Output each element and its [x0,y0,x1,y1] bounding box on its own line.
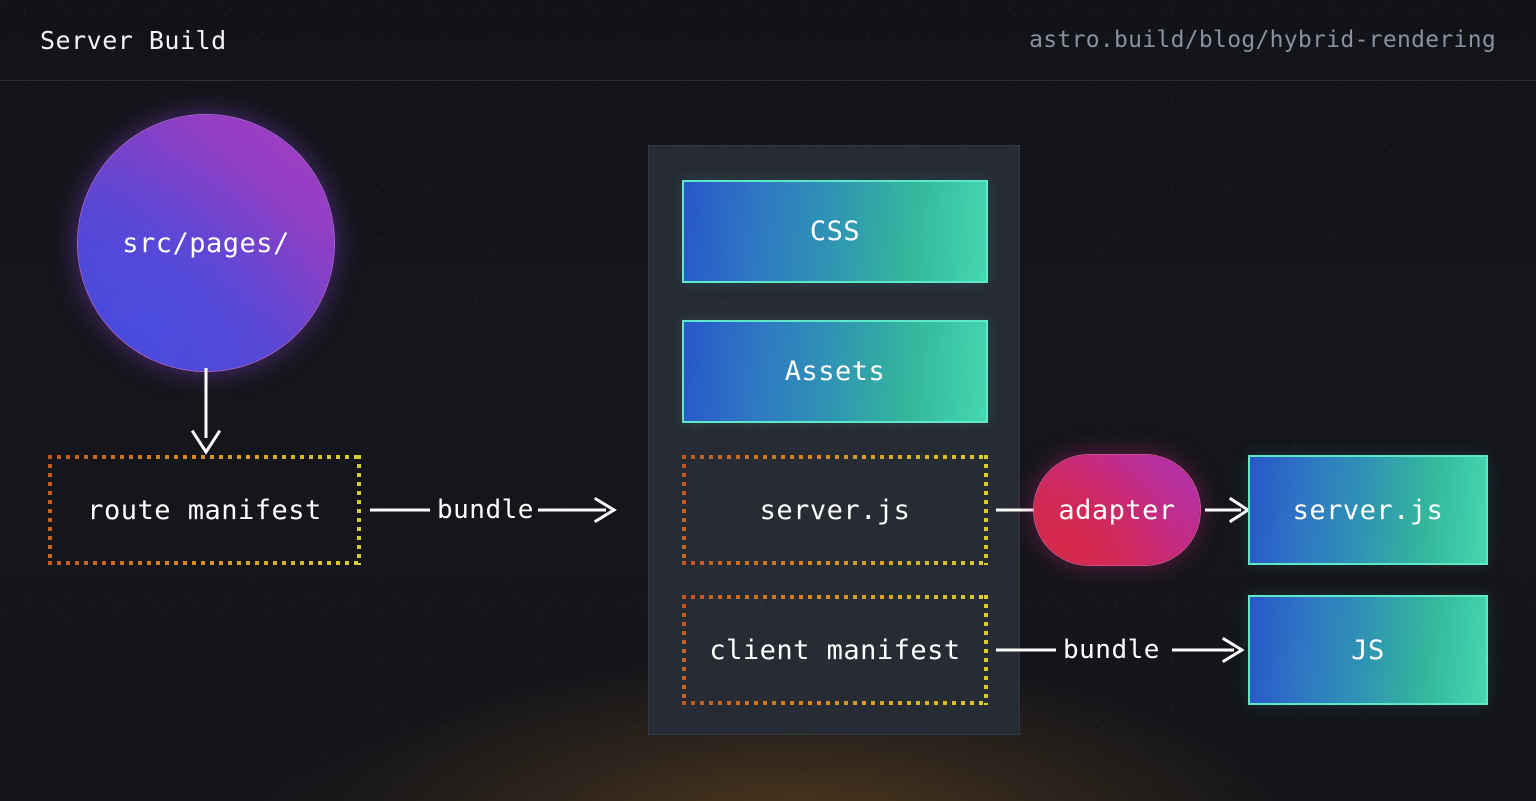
node-assets[interactable]: Assets [682,320,988,423]
node-assets-label: Assets [784,356,886,387]
connector-adapter-to-server-output [1205,496,1251,524]
node-server-js-bundled[interactable]: server.js [682,455,988,565]
node-src-pages[interactable]: src/pages/ [78,115,334,371]
source-url: astro.build/blog/hybrid-rendering [1029,27,1496,53]
connector-route-to-bundle-label: bundle [437,495,534,525]
node-server-js-bundled-label: server.js [759,494,911,526]
node-src-pages-label: src/pages/ [122,227,290,259]
node-server-js-output-label: server.js [1292,494,1444,526]
page-title: Server Build [40,26,227,55]
connector-client-to-bundle-label: bundle [1063,635,1160,665]
node-client-manifest-label: client manifest [709,634,961,666]
node-adapter[interactable]: adapter [1034,455,1200,565]
node-adapter-label: adapter [1058,494,1176,526]
node-client-manifest[interactable]: client manifest [682,595,988,705]
connector-pages-to-route-manifest [190,368,222,455]
node-route-manifest-label: route manifest [87,494,322,526]
node-css-label: CSS [809,216,861,247]
node-route-manifest[interactable]: route manifest [48,455,361,565]
node-css[interactable]: CSS [682,180,988,283]
node-js-output-label: JS [1351,634,1385,666]
node-server-js-output[interactable]: server.js [1248,455,1488,565]
header-bar: Server Build astro.build/blog/hybrid-ren… [0,0,1536,81]
node-js-output[interactable]: JS [1248,595,1488,705]
